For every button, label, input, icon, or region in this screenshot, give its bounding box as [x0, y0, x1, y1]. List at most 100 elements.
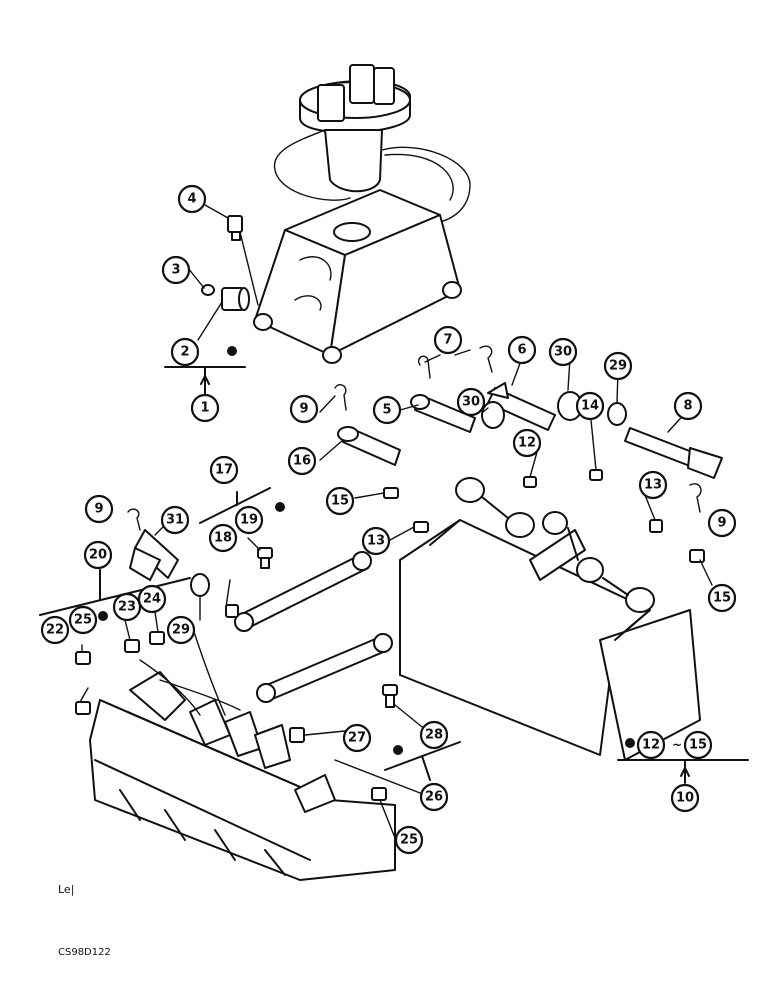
svg-text:23: 23	[118, 600, 136, 615]
part-28-grease-fitting	[382, 684, 398, 708]
callout-17[interactable]: 17	[209, 455, 239, 485]
svg-text:4: 4	[187, 192, 196, 207]
callout-13-a[interactable]: 13	[361, 526, 391, 556]
part-23-fitting	[124, 639, 140, 653]
svg-text:13: 13	[367, 534, 385, 549]
range-symbol: ~	[672, 738, 682, 752]
part-19-grease-fitting	[257, 547, 273, 569]
image-code: CS98D122	[58, 947, 111, 958]
part-18-bushing	[225, 604, 239, 618]
part-16-pin	[337, 426, 401, 466]
callout-3[interactable]: 3	[161, 255, 191, 285]
svg-text:9: 9	[717, 516, 726, 531]
callout-18[interactable]: 18	[208, 523, 238, 553]
callout-19[interactable]: 19	[234, 505, 264, 535]
callout-15-b[interactable]: 15	[707, 583, 737, 613]
part-8-pin	[624, 427, 723, 479]
svg-text:24: 24	[143, 592, 161, 607]
svg-text:9: 9	[299, 402, 308, 417]
part-9-clip-a	[334, 384, 347, 411]
callout-1[interactable]: 1	[190, 393, 220, 423]
callout-10[interactable]: 10	[670, 783, 700, 813]
part-31-pin	[129, 529, 179, 581]
part-9-clip-c	[127, 508, 141, 531]
callout-22[interactable]: 22	[40, 615, 70, 645]
callout-6[interactable]: 6	[507, 335, 537, 365]
part-22-fitting-b	[75, 701, 91, 715]
leader-lines	[79, 204, 713, 839]
part-15-fitting	[383, 487, 399, 499]
svg-text:10: 10	[676, 791, 694, 806]
callout-15-a[interactable]: 15	[325, 486, 355, 516]
callout-range-from[interactable]: 12	[636, 730, 666, 760]
callout-20[interactable]: 20	[83, 540, 113, 570]
svg-text:15: 15	[689, 738, 707, 753]
callout-8[interactable]: 8	[673, 391, 703, 421]
svg-text:22: 22	[46, 623, 64, 638]
svg-text:19: 19	[240, 513, 258, 528]
svg-text:25: 25	[400, 833, 418, 848]
part-12-fitting	[523, 476, 537, 488]
svg-text:20: 20	[89, 548, 107, 563]
svg-text:17: 17	[215, 463, 233, 478]
callout-26[interactable]: 26	[419, 782, 449, 812]
svg-text:8: 8	[683, 399, 692, 414]
callout-29-b[interactable]: 29	[166, 615, 196, 645]
callout-12[interactable]: 12	[512, 428, 542, 458]
svg-text:28: 28	[425, 728, 443, 743]
callout-29-a[interactable]: 29	[603, 351, 633, 381]
part-29-washer	[607, 402, 627, 426]
svg-text:9: 9	[94, 502, 103, 517]
svg-text:13: 13	[644, 478, 662, 493]
svg-text:7: 7	[443, 333, 452, 348]
svg-text:16: 16	[293, 454, 311, 469]
callout-28[interactable]: 28	[419, 720, 449, 750]
callout-16[interactable]: 16	[287, 446, 317, 476]
part-14-fitting	[589, 469, 603, 481]
callout-9-a[interactable]: 9	[289, 394, 319, 424]
callout-2[interactable]: 2	[170, 337, 200, 367]
svg-text:18: 18	[214, 531, 232, 546]
svg-text:26: 26	[425, 790, 443, 805]
svg-text:30: 30	[462, 395, 480, 410]
part-26-link	[256, 633, 393, 703]
svg-text:29: 29	[609, 359, 627, 374]
range-label: 12 ~ 15	[636, 730, 713, 760]
callout-30-a[interactable]: 30	[456, 387, 486, 417]
callout-25-a[interactable]: 25	[68, 605, 98, 635]
callout-14[interactable]: 14	[575, 391, 605, 421]
callout-7[interactable]: 7	[433, 325, 463, 355]
part-25-fitting	[371, 787, 387, 801]
corner-mark: Le|	[58, 883, 74, 896]
callout-range-to[interactable]: 15	[683, 730, 713, 760]
callout-9-b[interactable]: 9	[707, 508, 737, 538]
callout-balloons: 1 2 3 4 5 6 7 8 9 9 9 10 12 13 13 14 15 …	[40, 184, 737, 855]
part-24-fitting	[149, 631, 165, 645]
callout-30-b[interactable]: 30	[548, 337, 578, 367]
part-13-fitting	[413, 521, 429, 533]
callout-25-b[interactable]: 25	[394, 825, 424, 855]
rotator-assembly	[273, 64, 471, 224]
part-17-link	[234, 551, 372, 632]
svg-text:5: 5	[382, 403, 391, 418]
svg-text:12: 12	[518, 436, 536, 451]
callout-5[interactable]: 5	[372, 395, 402, 425]
part-29-washer-left	[190, 573, 210, 597]
svg-text:3: 3	[171, 263, 180, 278]
part-9-clip-b	[689, 483, 702, 513]
callout-31[interactable]: 31	[160, 505, 190, 535]
callout-13-b[interactable]: 13	[638, 470, 668, 500]
part-3-o-ring	[201, 284, 215, 296]
bucket-right	[399, 477, 701, 761]
svg-text:14: 14	[581, 399, 599, 414]
part-13-fitting-b	[649, 519, 663, 533]
part-6-pin	[487, 382, 556, 431]
callout-24[interactable]: 24	[137, 584, 167, 614]
callout-4[interactable]: 4	[177, 184, 207, 214]
svg-text:6: 6	[517, 343, 526, 358]
svg-text:15: 15	[713, 591, 731, 606]
callout-27[interactable]: 27	[342, 723, 372, 753]
callout-9-c[interactable]: 9	[84, 494, 114, 524]
callout-23[interactable]: 23	[112, 592, 142, 622]
